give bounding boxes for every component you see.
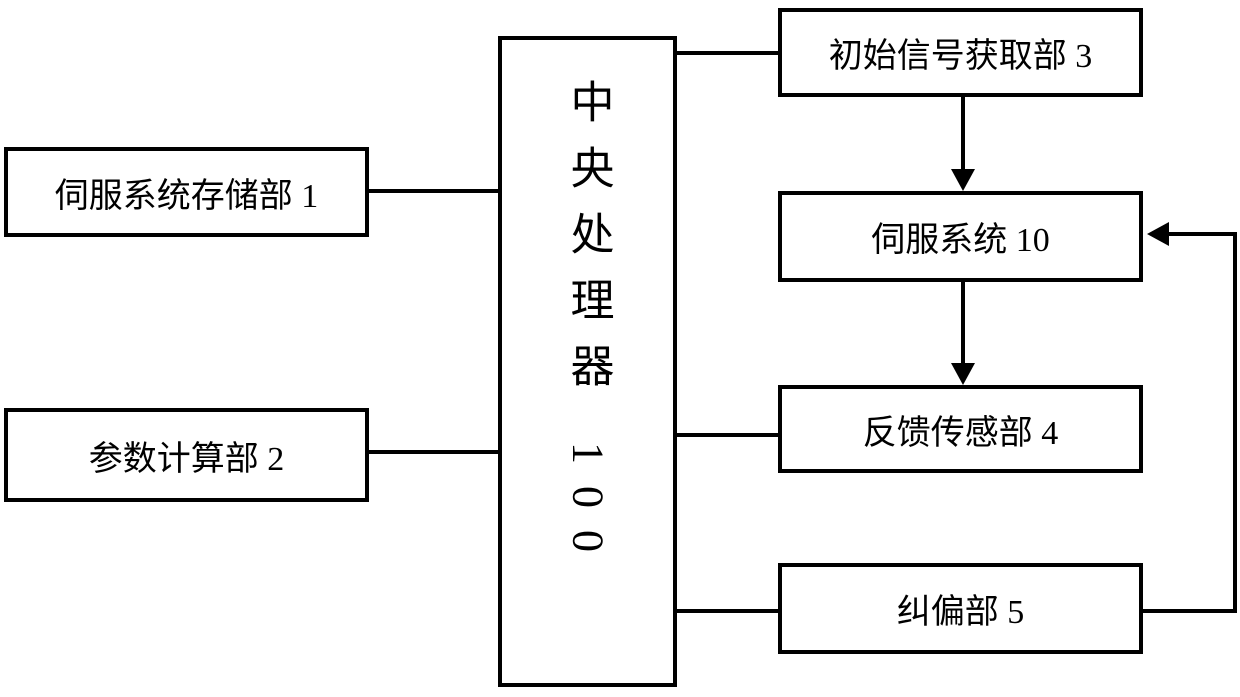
box-param-calc-label: 参数计算部 2 <box>88 440 285 478</box>
arrow-initialsignal-to-servo-stem <box>961 95 965 173</box>
connector-cpu-to-initialsignal <box>676 51 779 55</box>
box-servo-storage: 伺服系统存储部 1 <box>4 147 369 237</box>
connector-storage-to-cpu <box>367 189 498 193</box>
box-feedback-sensor: 反馈传感部 4 <box>778 385 1143 473</box>
box-servo-system: 伺服系统 10 <box>778 191 1143 282</box>
box-servo-system-label: 伺服系统 10 <box>871 222 1050 259</box>
box-correction-label: 纠偏部 5 <box>896 594 1025 631</box>
arrowhead-down-into-servo-system <box>951 169 975 191</box>
box-correction: 纠偏部 5 <box>778 563 1143 654</box>
box-servo-storage-label: 伺服系统存储部 1 <box>54 177 319 215</box>
box-cpu: 中央处理器 100 <box>498 36 677 687</box>
box-initial-signal: 初始信号获取部 3 <box>778 8 1143 97</box>
connector-paramcalc-to-cpu <box>367 450 498 454</box>
feedback-loop-bottom-segment <box>1143 609 1237 613</box>
connector-cpu-to-correction <box>676 609 779 613</box>
arrowhead-down-into-feedback-sensor <box>951 363 975 385</box>
box-cpu-label: 中央处理器 100 <box>563 79 613 574</box>
feedback-loop-vertical-segment <box>1233 232 1237 613</box>
arrowhead-left-into-servo-system <box>1147 222 1169 246</box>
feedback-loop-top-segment <box>1167 232 1237 236</box>
arrow-servo-to-feedbacksensor-stem <box>961 280 965 367</box>
box-feedback-sensor-label: 反馈传感部 4 <box>862 414 1059 452</box>
connector-cpu-to-feedbacksensor <box>676 433 779 437</box>
box-initial-signal-label: 初始信号获取部 3 <box>828 38 1093 75</box>
box-param-calc: 参数计算部 2 <box>4 408 369 502</box>
